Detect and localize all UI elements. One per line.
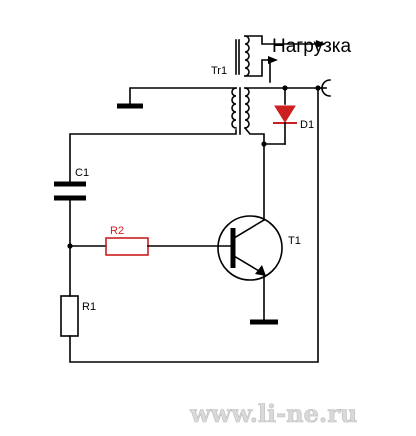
transformer-label: Tr1 xyxy=(211,65,227,77)
diode-icon xyxy=(274,105,296,123)
resistor-r2-icon xyxy=(105,237,149,256)
watermark-text: www.li-ne.ru xyxy=(189,399,357,428)
capacitor-label: C1 xyxy=(75,167,89,179)
load-lead-top xyxy=(244,35,317,45)
diode-label: D1 xyxy=(300,119,314,131)
resistor-r1-label: R1 xyxy=(82,301,96,313)
load-lead-return xyxy=(267,59,271,83)
primary-right-lead xyxy=(243,126,265,145)
bottom-return-wire xyxy=(69,87,319,363)
transistor-label: T1 xyxy=(288,235,301,247)
transistor-body-icon xyxy=(217,215,283,281)
transistor-collector xyxy=(232,218,266,240)
load-arrow-icon xyxy=(316,40,326,48)
feedback-lead xyxy=(69,129,237,183)
resistor-r1-icon xyxy=(60,295,79,337)
load-lead-bottom xyxy=(244,59,269,77)
transformer-secondary-coil xyxy=(244,35,250,77)
transformer-primary-coil xyxy=(231,87,250,129)
load-label: Нагрузка xyxy=(272,36,352,57)
primary-left-lead xyxy=(129,87,237,105)
resistor-r2-label: R2 xyxy=(110,225,124,237)
